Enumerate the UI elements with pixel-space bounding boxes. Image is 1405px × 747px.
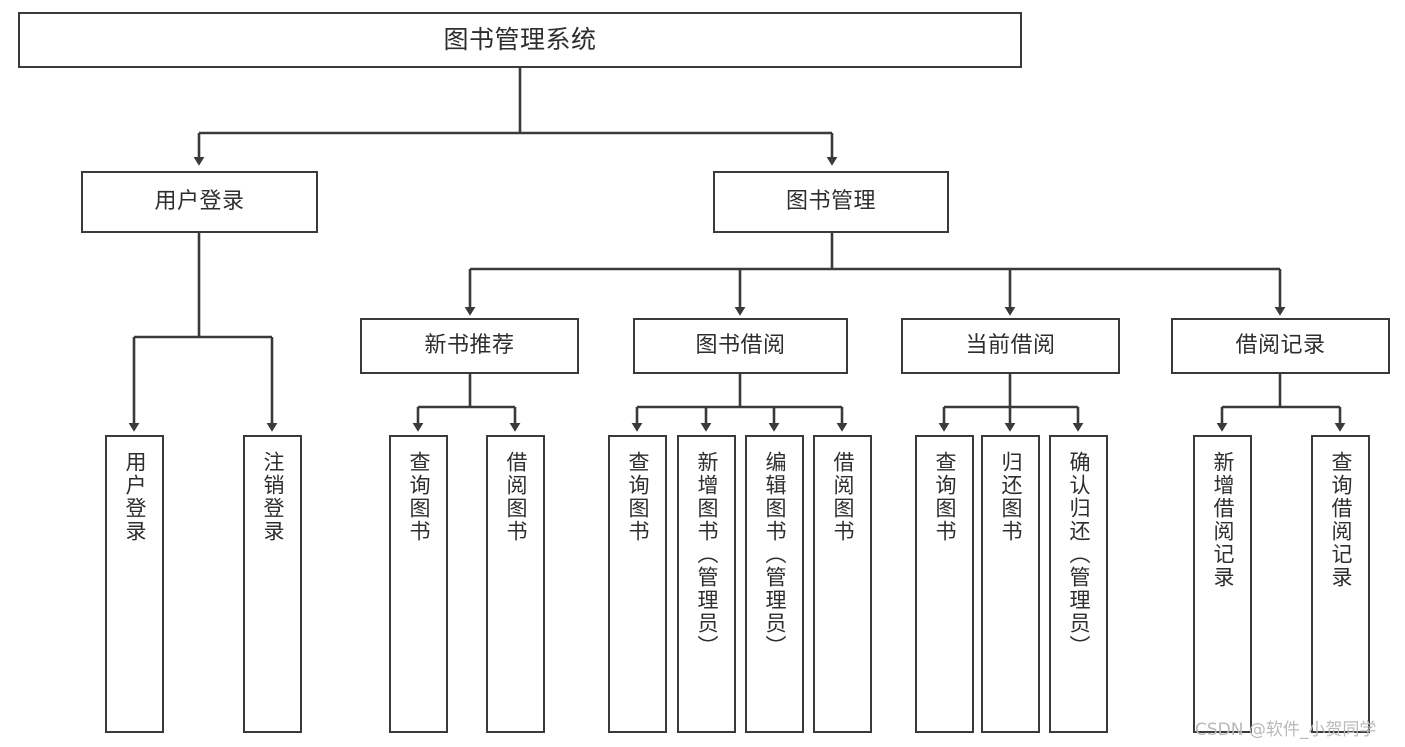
node-label: 借阅图书 xyxy=(831,451,855,543)
node-label: 查询图书 xyxy=(626,451,650,543)
node-label: 图书管理 xyxy=(785,189,876,215)
node-label: 查询图书 xyxy=(407,451,431,543)
leaf-query-book-newbook[interactable]: 查询图书 xyxy=(389,435,448,733)
node-label: 当前借阅 xyxy=(965,333,1056,359)
node-current-borrowing[interactable]: 当前借阅 xyxy=(901,318,1120,374)
leaf-return-book[interactable]: 归还图书 xyxy=(981,435,1040,733)
node-label: 编辑图书（管理员） xyxy=(763,451,787,658)
leaf-add-book-admin[interactable]: 新增图书（管理员） xyxy=(677,435,736,733)
node-label: 借阅记录 xyxy=(1235,333,1326,359)
node-label: 新书推荐 xyxy=(424,333,515,359)
node-label: 查询借阅记录 xyxy=(1329,451,1353,589)
node-new-book-recommendation[interactable]: 新书推荐 xyxy=(360,318,579,374)
leaf-borrow-book-newbook[interactable]: 借阅图书 xyxy=(486,435,545,733)
csdn-watermark: CSDN @软件_小贺同学 xyxy=(1195,720,1377,740)
leaf-query-book-borrow[interactable]: 查询图书 xyxy=(608,435,667,733)
leaf-logout[interactable]: 注销登录 xyxy=(243,435,302,733)
node-label: 图书管理系统 xyxy=(443,25,597,55)
node-label: 查询图书 xyxy=(933,451,957,543)
node-book-management[interactable]: 图书管理 xyxy=(713,171,949,233)
node-user-login[interactable]: 用户登录 xyxy=(81,171,318,233)
node-label: 归还图书 xyxy=(999,451,1023,543)
node-label: 用户登录 xyxy=(123,451,147,543)
node-label: 借阅图书 xyxy=(504,451,528,543)
node-label: 图书借阅 xyxy=(695,333,786,359)
node-label: 新增借阅记录 xyxy=(1211,451,1235,589)
leaf-query-book-current[interactable]: 查询图书 xyxy=(915,435,974,733)
node-book-borrowing[interactable]: 图书借阅 xyxy=(633,318,848,374)
leaf-user-login[interactable]: 用户登录 xyxy=(105,435,164,733)
node-root-system[interactable]: 图书管理系统 xyxy=(18,12,1022,68)
leaf-query-borrow-record[interactable]: 查询借阅记录 xyxy=(1311,435,1370,733)
leaf-add-borrow-record[interactable]: 新增借阅记录 xyxy=(1193,435,1252,733)
node-label: 用户登录 xyxy=(154,189,245,215)
node-borrowing-records[interactable]: 借阅记录 xyxy=(1171,318,1390,374)
node-label: 注销登录 xyxy=(261,451,285,543)
node-label: 新增图书（管理员） xyxy=(695,451,719,658)
leaf-borrow-book[interactable]: 借阅图书 xyxy=(813,435,872,733)
leaf-confirm-return-admin[interactable]: 确认归还（管理员） xyxy=(1049,435,1108,733)
leaf-edit-book-admin[interactable]: 编辑图书（管理员） xyxy=(745,435,804,733)
node-label: 确认归还（管理员） xyxy=(1067,451,1091,658)
